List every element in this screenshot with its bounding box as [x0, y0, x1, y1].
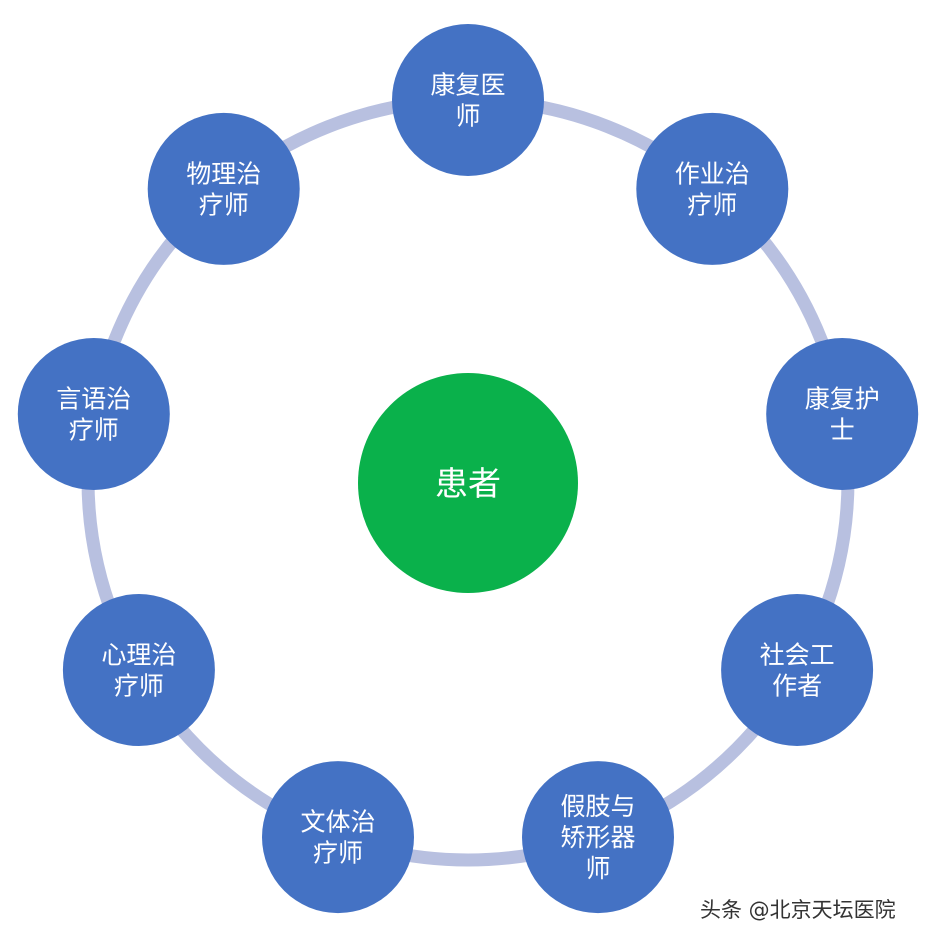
role-node-label-line: 师 [585, 854, 610, 883]
role-node: 心理治疗师 [62, 594, 215, 746]
role-node-label-line: 作者 [772, 672, 822, 701]
role-node-circle [262, 761, 414, 914]
role-node-label-line: 言语治 [56, 385, 131, 414]
role-node-label-line: 文体治 [300, 808, 375, 837]
role-node-label-line: 物理治 [186, 159, 261, 188]
role-node-label-line: 作业治 [675, 159, 750, 188]
role-node-label: 言语治疗师 [56, 385, 131, 445]
role-node-label: 社会工作者 [760, 641, 835, 701]
role-node: 作业治疗师 [636, 112, 789, 265]
role-node: 康复护士 [766, 338, 919, 490]
role-node-label: 康复护士 [805, 385, 880, 445]
role-node-label-line: 士 [830, 416, 855, 445]
role-node-circle [522, 761, 674, 914]
watermark-text: 头条 @北京天坛医院 [700, 898, 896, 922]
role-node: 假肢与矫形器师 [522, 761, 674, 914]
role-node-label: 物理治疗师 [186, 159, 261, 219]
role-node: 社会工作者 [721, 594, 874, 746]
role-node-label-line: 疗师 [69, 416, 119, 445]
role-node-label-line: 师 [455, 102, 480, 131]
role-node-label: 假肢与矫形器师 [560, 792, 635, 883]
center-node-patient: 患者 [358, 373, 578, 593]
role-node-circle [392, 24, 544, 176]
role-node-circle [766, 338, 919, 490]
role-node-label: 文体治疗师 [300, 808, 375, 868]
role-node-label-line: 康复医 [430, 71, 505, 100]
role-nodes: 康复医师作业治疗师康复护士社会工作者假肢与矫形器师文体治疗师心理治疗师言语治疗师… [17, 24, 919, 914]
role-node-circle [17, 338, 170, 490]
role-node-label-line: 疗师 [114, 672, 164, 701]
role-node: 言语治疗师 [17, 338, 170, 490]
role-node: 康复医师 [392, 24, 544, 176]
role-node-label: 作业治疗师 [675, 159, 750, 219]
role-node: 文体治疗师 [262, 761, 414, 914]
role-node-label-line: 矫形器 [560, 823, 635, 852]
role-node-label-line: 疗师 [687, 190, 737, 219]
role-node-label-line: 疗师 [313, 839, 363, 868]
role-node-label-line: 康复护 [805, 385, 880, 414]
role-node-circle [721, 594, 874, 746]
center-label: 患者 [435, 464, 501, 503]
role-node-label-line: 社会工 [760, 641, 835, 670]
role-node-label: 心理治疗师 [101, 641, 176, 701]
role-node-label-line: 心理治 [101, 641, 176, 670]
role-node-label-line: 疗师 [199, 190, 249, 219]
role-node-circle [147, 112, 300, 265]
role-node-label-line: 假肢与 [560, 792, 635, 821]
role-node-circle [62, 594, 215, 746]
role-node: 物理治疗师 [147, 112, 300, 265]
center-circle [358, 373, 578, 593]
role-node-circle [636, 112, 789, 265]
role-node-label: 康复医师 [430, 71, 505, 131]
